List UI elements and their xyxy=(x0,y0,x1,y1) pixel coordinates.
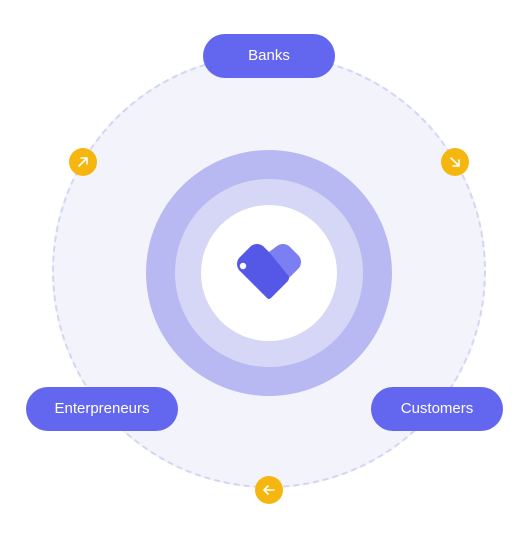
banks-node[interactable]: Banks xyxy=(203,34,335,78)
arrow-down-right-icon xyxy=(441,148,469,176)
enterpreneurs-node[interactable]: Enterpreneurs xyxy=(26,387,178,431)
customers-node[interactable]: Customers xyxy=(371,387,503,431)
arrow-left-icon xyxy=(255,476,283,504)
heart-tag-logo-icon xyxy=(233,242,305,306)
arrow-up-right-icon xyxy=(69,148,97,176)
